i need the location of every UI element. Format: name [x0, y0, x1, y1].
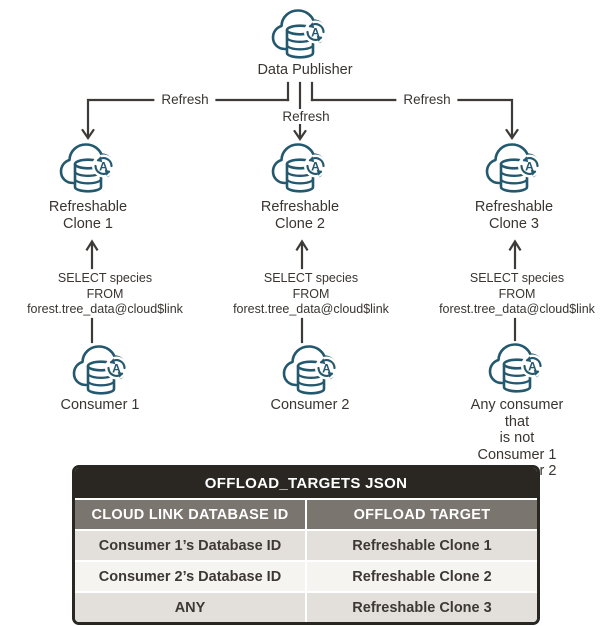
refreshable-clone-2-label: Refreshable Clone 2 [260, 199, 340, 232]
consumer-2-node [281, 341, 341, 397]
consumer-1-label: Consumer 1 [60, 397, 140, 413]
table-cell-offload-target: Refreshable Clone 3 [307, 593, 537, 622]
table-cell-database-id: Consumer 2’s Database ID [75, 562, 305, 591]
table-row: ANY Refreshable Clone 3 [75, 593, 537, 622]
refreshable-clone-2-node [270, 139, 330, 195]
refreshable-clone-1-label: Refreshable Clone 1 [48, 199, 128, 232]
refresh-label-center: Refresh [275, 109, 337, 124]
query-text-1: SELECT species FROM forest.tree_data@clo… [27, 271, 183, 316]
table-cell-offload-target: Refreshable Clone 1 [307, 531, 537, 560]
refresh-label-right: Refresh [396, 92, 458, 107]
autonomous-database-cloud-icon [270, 143, 330, 199]
table-cell-offload-target: Refreshable Clone 2 [307, 562, 537, 591]
query-text-2: SELECT species FROM forest.tree_data@clo… [233, 271, 389, 316]
table-header-row: CLOUD LINK DATABASE ID OFFLOAD TARGET [75, 500, 537, 529]
autonomous-database-cloud-icon [58, 143, 118, 199]
consumer-2-label: Consumer 2 [270, 397, 350, 413]
table-row: Consumer 2’s Database ID Refreshable Clo… [75, 562, 537, 591]
table-cell-database-id: Consumer 1’s Database ID [75, 531, 305, 560]
table-row: Consumer 1’s Database ID Refreshable Clo… [75, 531, 537, 560]
table-cell-database-id: ANY [75, 593, 305, 622]
column-header-cloud-link-database-id: CLOUD LINK DATABASE ID [75, 500, 305, 529]
consumer-1-node [71, 341, 131, 397]
query-text-3: SELECT species FROM forest.tree_data@clo… [439, 271, 595, 316]
autonomous-database-cloud-icon [484, 143, 544, 199]
any-consumer-node [487, 339, 547, 395]
offload-targets-table: OFFLOAD_TARGETS JSON CLOUD LINK DATABASE… [72, 465, 540, 625]
refresh-label-left: Refresh [154, 92, 216, 107]
refreshable-clone-3-node [484, 139, 544, 195]
data-publisher-node [270, 5, 330, 61]
data-publisher-label: Data Publisher [257, 62, 353, 78]
column-header-offload-target: OFFLOAD TARGET [307, 500, 537, 529]
table-title: OFFLOAD_TARGETS JSON [75, 468, 537, 498]
refreshable-clone-3-label: Refreshable Clone 3 [474, 199, 554, 232]
refreshable-clone-1-node [58, 139, 118, 195]
